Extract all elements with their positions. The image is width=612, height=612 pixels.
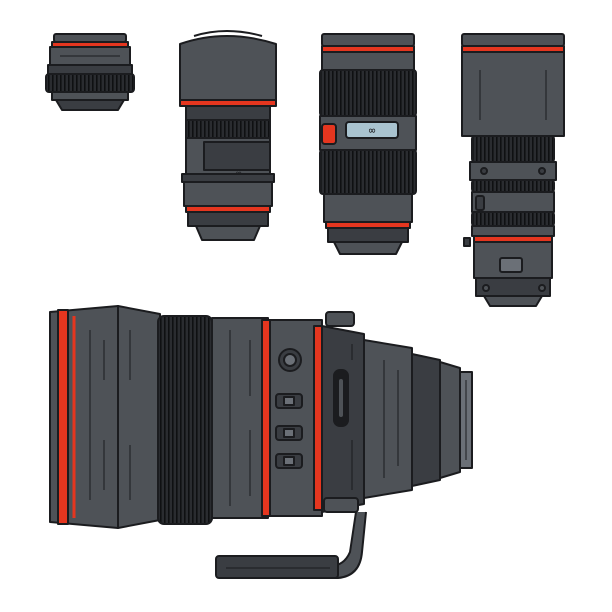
wide-angle-zoom-lens: ∞: [179, 30, 277, 241]
standard-zoom-lens: ∞: [319, 33, 417, 255]
pancake-lens: [45, 33, 135, 111]
large-telephoto-lens: [49, 305, 473, 579]
telephoto-zoom-lens: [461, 33, 565, 307]
distance-window-text: ∞: [369, 124, 376, 137]
